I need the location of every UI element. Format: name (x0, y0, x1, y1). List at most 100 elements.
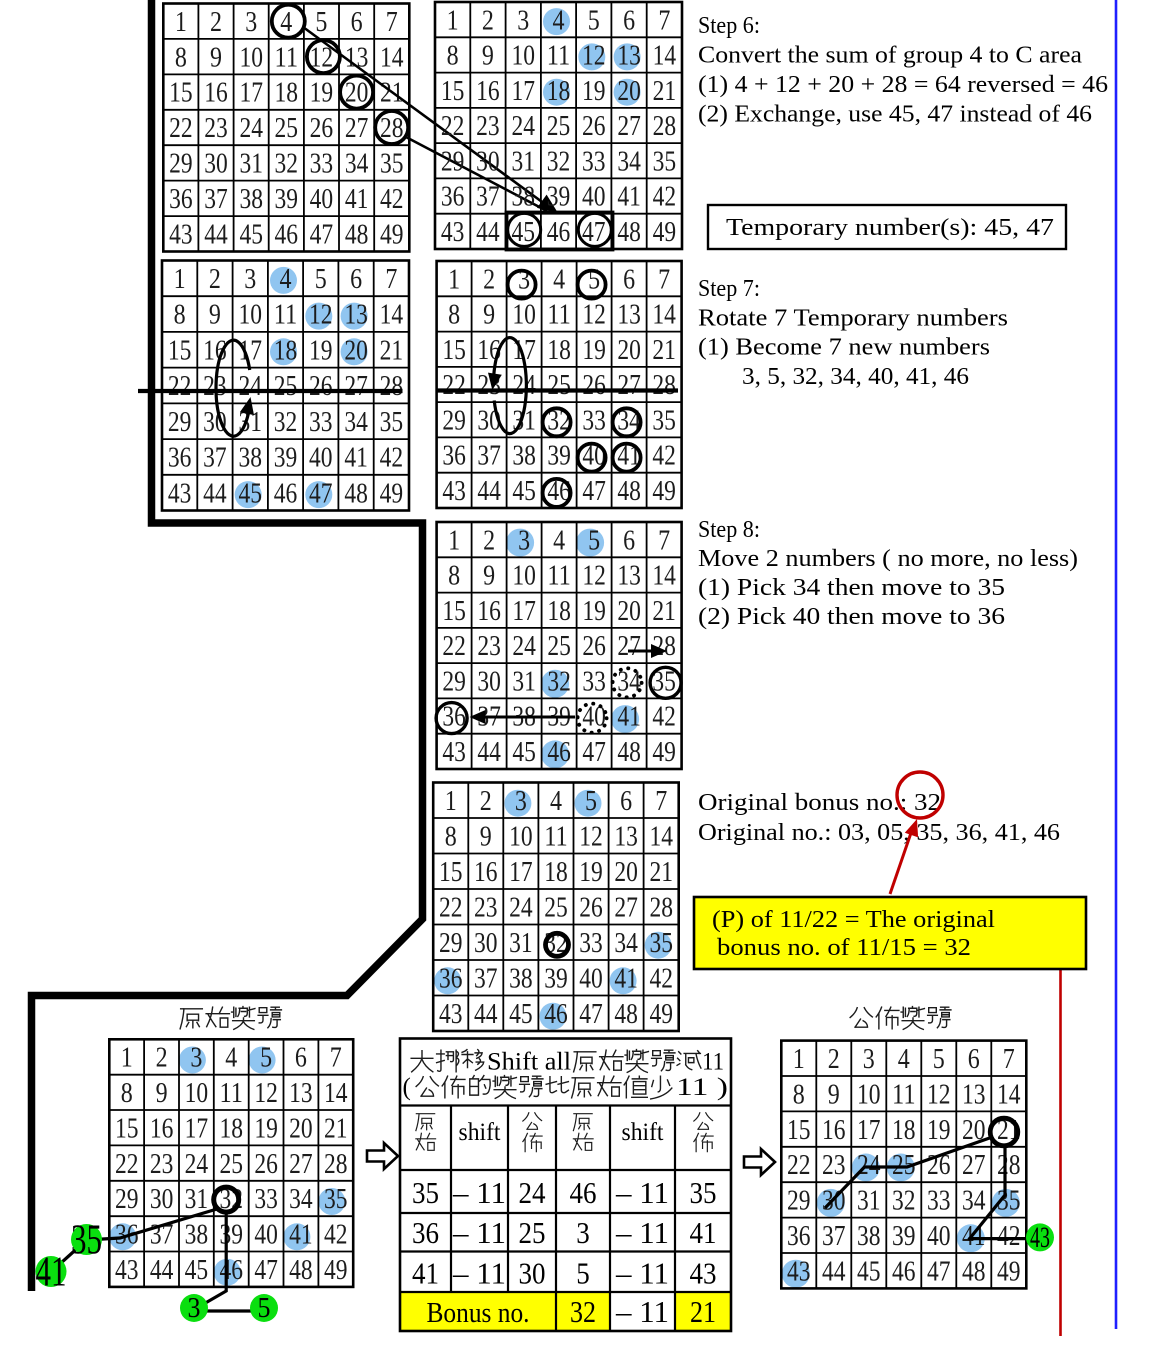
svg-text:16: 16 (822, 1115, 846, 1146)
svg-text:17: 17 (185, 1113, 209, 1144)
svg-text:28: 28 (380, 113, 404, 144)
svg-text:7: 7 (655, 786, 667, 817)
svg-text:30: 30 (150, 1184, 174, 1215)
svg-text:30: 30 (203, 407, 227, 438)
svg-text:15: 15 (168, 335, 192, 366)
svg-text:41: 41 (289, 1220, 313, 1251)
svg-text:39: 39 (544, 963, 568, 994)
svg-text:24: 24 (519, 1175, 546, 1210)
svg-text:6: 6 (623, 5, 635, 36)
svg-text:24: 24 (238, 371, 262, 402)
svg-text:23: 23 (204, 113, 228, 144)
svg-text:9: 9 (210, 42, 222, 73)
svg-text:46: 46 (275, 219, 299, 250)
svg-text:7: 7 (330, 1043, 342, 1074)
svg-text:32: 32 (570, 1294, 596, 1329)
svg-text:– 11: – 11 (615, 1256, 669, 1291)
svg-text:33: 33 (582, 146, 606, 177)
svg-text:4: 4 (225, 1043, 237, 1074)
svg-text:13: 13 (962, 1079, 986, 1110)
svg-text:47: 47 (927, 1256, 951, 1287)
svg-text:5: 5 (260, 1043, 272, 1074)
svg-text:33: 33 (582, 666, 606, 697)
svg-text:14: 14 (380, 42, 404, 73)
svg-text:(2) Pick 40 then move to 36: (2) Pick 40 then move to 36 (698, 604, 1005, 630)
svg-text:43: 43 (787, 1256, 811, 1287)
svg-text:31: 31 (511, 146, 535, 177)
svg-text:15: 15 (442, 335, 466, 366)
svg-text:2: 2 (209, 264, 221, 295)
svg-text:shift: shift (622, 1119, 664, 1146)
svg-text:43: 43 (169, 219, 193, 250)
svg-text:5: 5 (933, 1044, 945, 1075)
svg-text:49: 49 (649, 999, 673, 1030)
svg-text:24: 24 (239, 113, 263, 144)
svg-text:bonus no. of 11/15 = 32: bonus no. of 11/15 = 32 (717, 935, 971, 961)
svg-text:Step 8:: Step 8: (698, 517, 760, 543)
svg-text:38: 38 (857, 1221, 881, 1252)
svg-text:Bonus no.: Bonus no. (427, 1298, 530, 1329)
svg-text:39: 39 (274, 443, 298, 474)
svg-text:Shift all: Shift all (487, 1048, 571, 1075)
svg-text:35: 35 (652, 666, 676, 697)
svg-text:9: 9 (480, 821, 492, 852)
svg-text:10: 10 (512, 561, 536, 592)
svg-text:26: 26 (310, 113, 334, 144)
svg-text:48: 48 (614, 999, 638, 1030)
svg-text:28: 28 (324, 1149, 348, 1180)
svg-text:25: 25 (519, 1215, 546, 1250)
svg-text:– 11: – 11 (452, 1256, 506, 1291)
svg-text:Move 2 numbers ( no more, no l: Move 2 numbers ( no more, no less) (698, 546, 1078, 572)
svg-text:15: 15 (442, 596, 466, 627)
svg-text:38: 38 (511, 182, 535, 213)
svg-text:40: 40 (310, 184, 334, 215)
svg-text:30: 30 (477, 666, 501, 697)
svg-text:31: 31 (238, 407, 262, 438)
svg-text:32: 32 (547, 146, 571, 177)
svg-text:(1) 4 + 12 + 20 + 28 = 64 reve: (1) 4 + 12 + 20 + 28 = 64 reversed = 46 (698, 72, 1108, 98)
svg-text:20: 20 (345, 78, 369, 109)
svg-text:42: 42 (997, 1221, 1021, 1252)
svg-text:49: 49 (653, 217, 677, 248)
svg-text:26: 26 (579, 892, 603, 923)
svg-text:24: 24 (185, 1149, 209, 1180)
svg-text:18: 18 (547, 76, 571, 107)
svg-text:24: 24 (512, 631, 536, 662)
svg-text:11: 11 (547, 300, 571, 331)
svg-text:– 11: – 11 (452, 1175, 506, 1210)
svg-text:– 11: – 11 (452, 1215, 506, 1250)
svg-text:10: 10 (185, 1078, 209, 1109)
svg-text:15: 15 (115, 1113, 139, 1144)
svg-text:27: 27 (344, 371, 368, 402)
svg-text:5: 5 (576, 1256, 590, 1291)
svg-text:11: 11 (702, 1048, 724, 1075)
svg-text:7: 7 (1003, 1044, 1015, 1075)
svg-text:41: 41 (412, 1256, 439, 1291)
svg-text:43: 43 (441, 217, 465, 248)
svg-text:9: 9 (209, 300, 221, 331)
svg-text:35: 35 (412, 1175, 439, 1210)
svg-text:6: 6 (623, 264, 635, 295)
svg-text:47: 47 (582, 476, 606, 507)
svg-text:18: 18 (219, 1113, 243, 1144)
svg-text:8: 8 (448, 561, 460, 592)
svg-text:45: 45 (509, 999, 533, 1030)
svg-text:3: 3 (245, 7, 257, 38)
svg-text:40: 40 (927, 1221, 951, 1252)
svg-text:29: 29 (787, 1186, 811, 1217)
svg-text:25: 25 (219, 1149, 243, 1180)
svg-text:47: 47 (582, 737, 606, 768)
svg-text:13: 13 (344, 300, 368, 331)
svg-text:7: 7 (658, 264, 670, 295)
svg-text:17: 17 (857, 1115, 881, 1146)
svg-text:42: 42 (649, 963, 673, 994)
svg-text:4: 4 (898, 1044, 910, 1075)
svg-text:35: 35 (652, 405, 676, 436)
svg-text:19: 19 (309, 335, 333, 366)
svg-text:48: 48 (617, 737, 641, 768)
svg-text:47: 47 (254, 1255, 278, 1286)
svg-text:21: 21 (649, 857, 673, 888)
svg-text:25: 25 (274, 371, 298, 402)
svg-text:23: 23 (476, 111, 500, 142)
svg-text:34: 34 (345, 149, 369, 180)
